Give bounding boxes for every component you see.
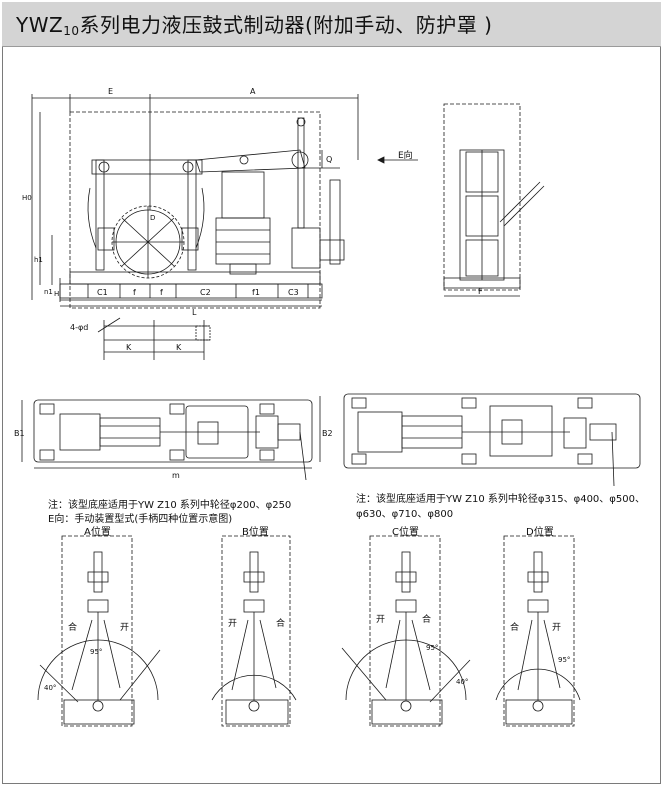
front-view [31,94,359,309]
dim-D: D [150,214,155,222]
dim-f-right: f [160,288,163,297]
hole-pattern [97,317,211,360]
page-title: YWZ10系列电力液压鼓式制动器(附加手动、防护罩 ) [16,13,493,38]
dim-n1: n1 [44,288,53,296]
dim-4-phi-d: 4-φd [70,323,88,332]
dim-K-right: K [176,343,182,352]
dim-h1: h1 [34,256,43,264]
note-e-direction: E向：手动装置型式(手柄四种位置示意图) [48,514,233,525]
position-B-title: B位置 [242,527,269,538]
dim-C2: C2 [200,288,211,297]
position-D-title: D位置 [526,527,554,538]
dim-H0: H0 [22,194,32,202]
dim-B1: B1 [14,429,25,438]
position-B-right-label: 合 [276,617,285,629]
position-C-angle1: 95° [426,644,438,652]
handle-position-A [37,535,161,727]
position-C-title: C位置 [392,527,419,538]
position-D-right-label: 开 [552,622,561,633]
position-D-left-label: 合 [510,621,519,633]
note-large-base-line1: 注：该型底座适用于YW Z10 系列中轮径φ315、φ400、φ500、 [356,494,645,505]
position-C-left-label: 开 [376,614,385,625]
dim-f1: f1 [252,288,260,297]
dim-F: F [478,287,483,296]
dim-L: L [192,308,197,317]
position-D-angle1: 95° [558,656,570,664]
position-C-right-label: 合 [422,613,431,625]
dim-H: H [54,290,59,298]
position-C-angle2: 40° [456,678,468,686]
dim-E: E [108,87,113,96]
position-A-right-label: 开 [120,622,129,633]
position-A-angle2: 40° [44,684,56,692]
front-view-labels: E A H0 h1 n1 H C1 f f C2 f1 C3 L D Q [22,87,332,317]
position-B-left-label: 开 [228,618,237,629]
position-A-angle1: 95° [90,648,102,656]
dim-K-left: K [126,343,132,352]
title-bar: YWZ10系列电力液压鼓式制动器(附加手动、防护罩 ) [2,2,661,47]
note-large-base-line2: φ630、φ710、φ800 [356,509,454,520]
plan-view-small [21,396,321,481]
side-view [377,103,545,297]
position-A-left-label: 合 [68,621,77,633]
dim-C1: C1 [97,288,108,297]
dim-Q: Q [326,155,332,164]
dim-A: A [250,87,256,96]
handle-position-D [495,535,581,727]
plan-view-large [343,393,641,487]
note-small-base: 注：该型底座适用于YW Z10 系列中轮径φ200、φ250 [48,500,292,511]
view-E-label: E向 [398,149,413,161]
dim-C3: C3 [288,288,299,297]
dim-m: m [172,471,180,480]
dim-B2-small: B2 [322,429,333,438]
handle-position-B [211,535,297,727]
dim-f-left: f [133,288,136,297]
position-A-title: A位置 [84,527,111,538]
handle-position-C [341,535,471,727]
